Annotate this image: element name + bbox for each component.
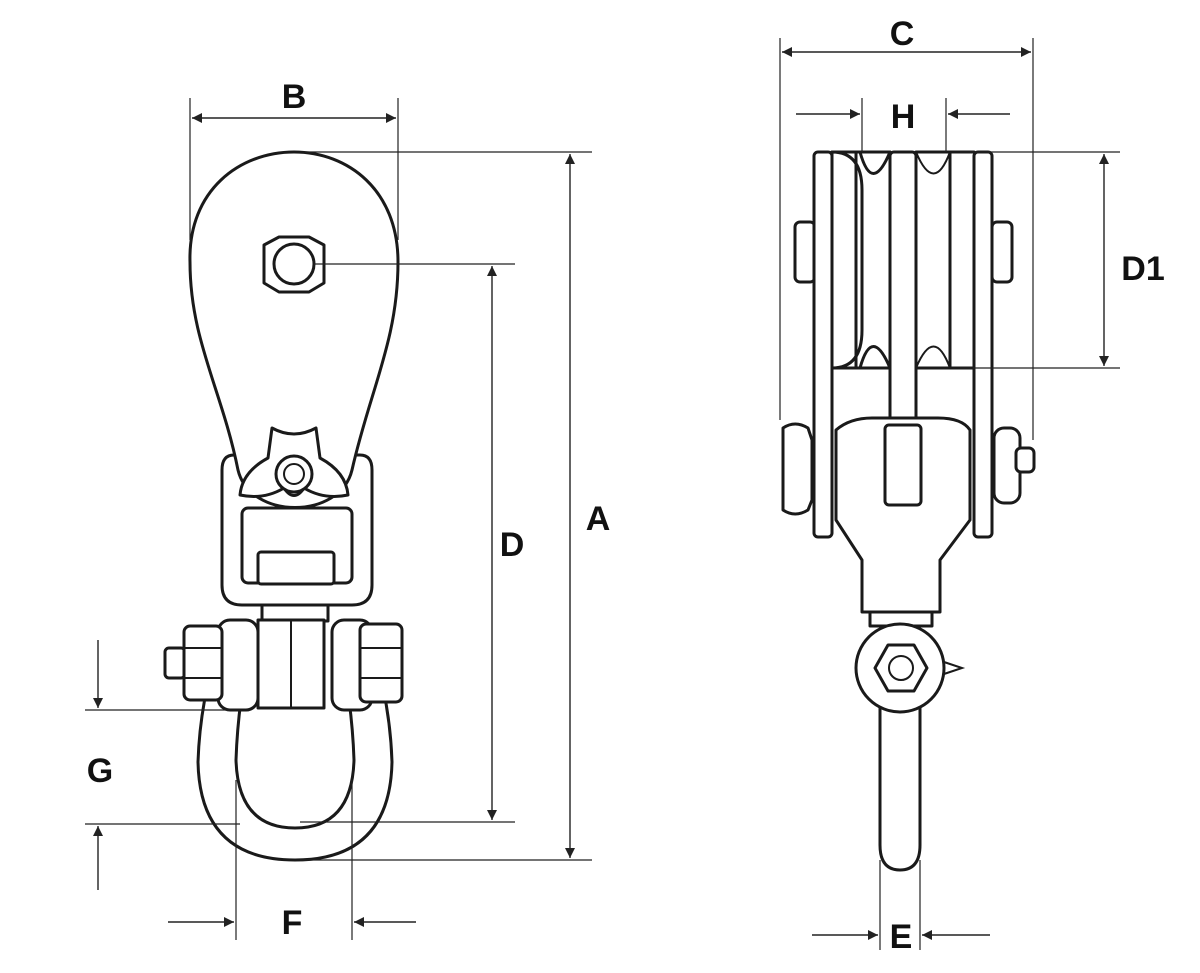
split-pin bbox=[1014, 446, 1036, 474]
swivel-body bbox=[834, 416, 972, 614]
axle-bolt bbox=[272, 242, 316, 286]
sheave-left-rim bbox=[830, 150, 892, 370]
side-view bbox=[781, 150, 1036, 872]
label-f: F bbox=[282, 904, 303, 942]
side-plate bbox=[188, 150, 400, 509]
shackle-ear-left bbox=[216, 618, 260, 712]
eye-bolt bbox=[878, 688, 922, 872]
side-plate-right bbox=[972, 150, 994, 539]
label-g: G bbox=[87, 752, 113, 790]
side-plate-left bbox=[812, 150, 834, 539]
shackle-pin-head bbox=[358, 622, 404, 704]
label-c: C bbox=[890, 15, 915, 53]
eye-bolt-pin bbox=[943, 661, 966, 675]
wing-nut-center bbox=[274, 454, 314, 494]
wing-nut-bolt bbox=[283, 463, 305, 485]
sheave-left bbox=[830, 150, 892, 370]
dimension-labels: B A D G F C H D1 E bbox=[87, 15, 1165, 956]
sheave-right-groove bbox=[915, 151, 951, 369]
eye-bolt-nut bbox=[873, 643, 929, 693]
shackle-pin-end bbox=[163, 646, 187, 680]
label-d: D bbox=[500, 526, 525, 564]
label-h: H bbox=[891, 98, 916, 136]
front-view bbox=[163, 150, 404, 862]
eye-bolt-hole bbox=[888, 655, 914, 681]
front-dimensions bbox=[85, 98, 592, 940]
side-bolt-left bbox=[793, 220, 817, 284]
label-d1: D1 bbox=[1121, 250, 1164, 288]
side-knob bbox=[781, 422, 814, 516]
label-e: E bbox=[890, 918, 913, 956]
shackle-pin-nut bbox=[182, 624, 224, 702]
side-dimensions bbox=[779, 38, 1120, 950]
swivel-block bbox=[256, 550, 336, 586]
side-bolt-right bbox=[990, 220, 1014, 284]
sheave-right-rim bbox=[914, 150, 976, 370]
label-b: B bbox=[282, 78, 307, 116]
label-a: A bbox=[586, 500, 611, 538]
swivel-slot bbox=[883, 423, 923, 507]
